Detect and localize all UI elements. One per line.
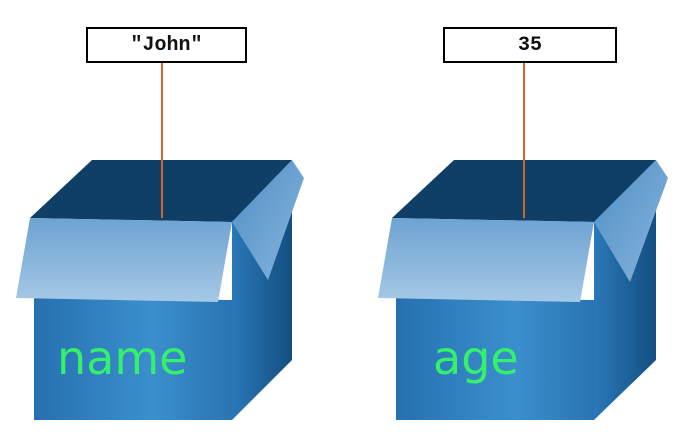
value-box-john: "John" [86,27,247,63]
box-age [378,160,668,420]
box-label-age: age [433,331,519,385]
value-box-35: 35 [443,27,617,63]
box-label-name: name [57,331,188,385]
box-name [16,160,304,420]
